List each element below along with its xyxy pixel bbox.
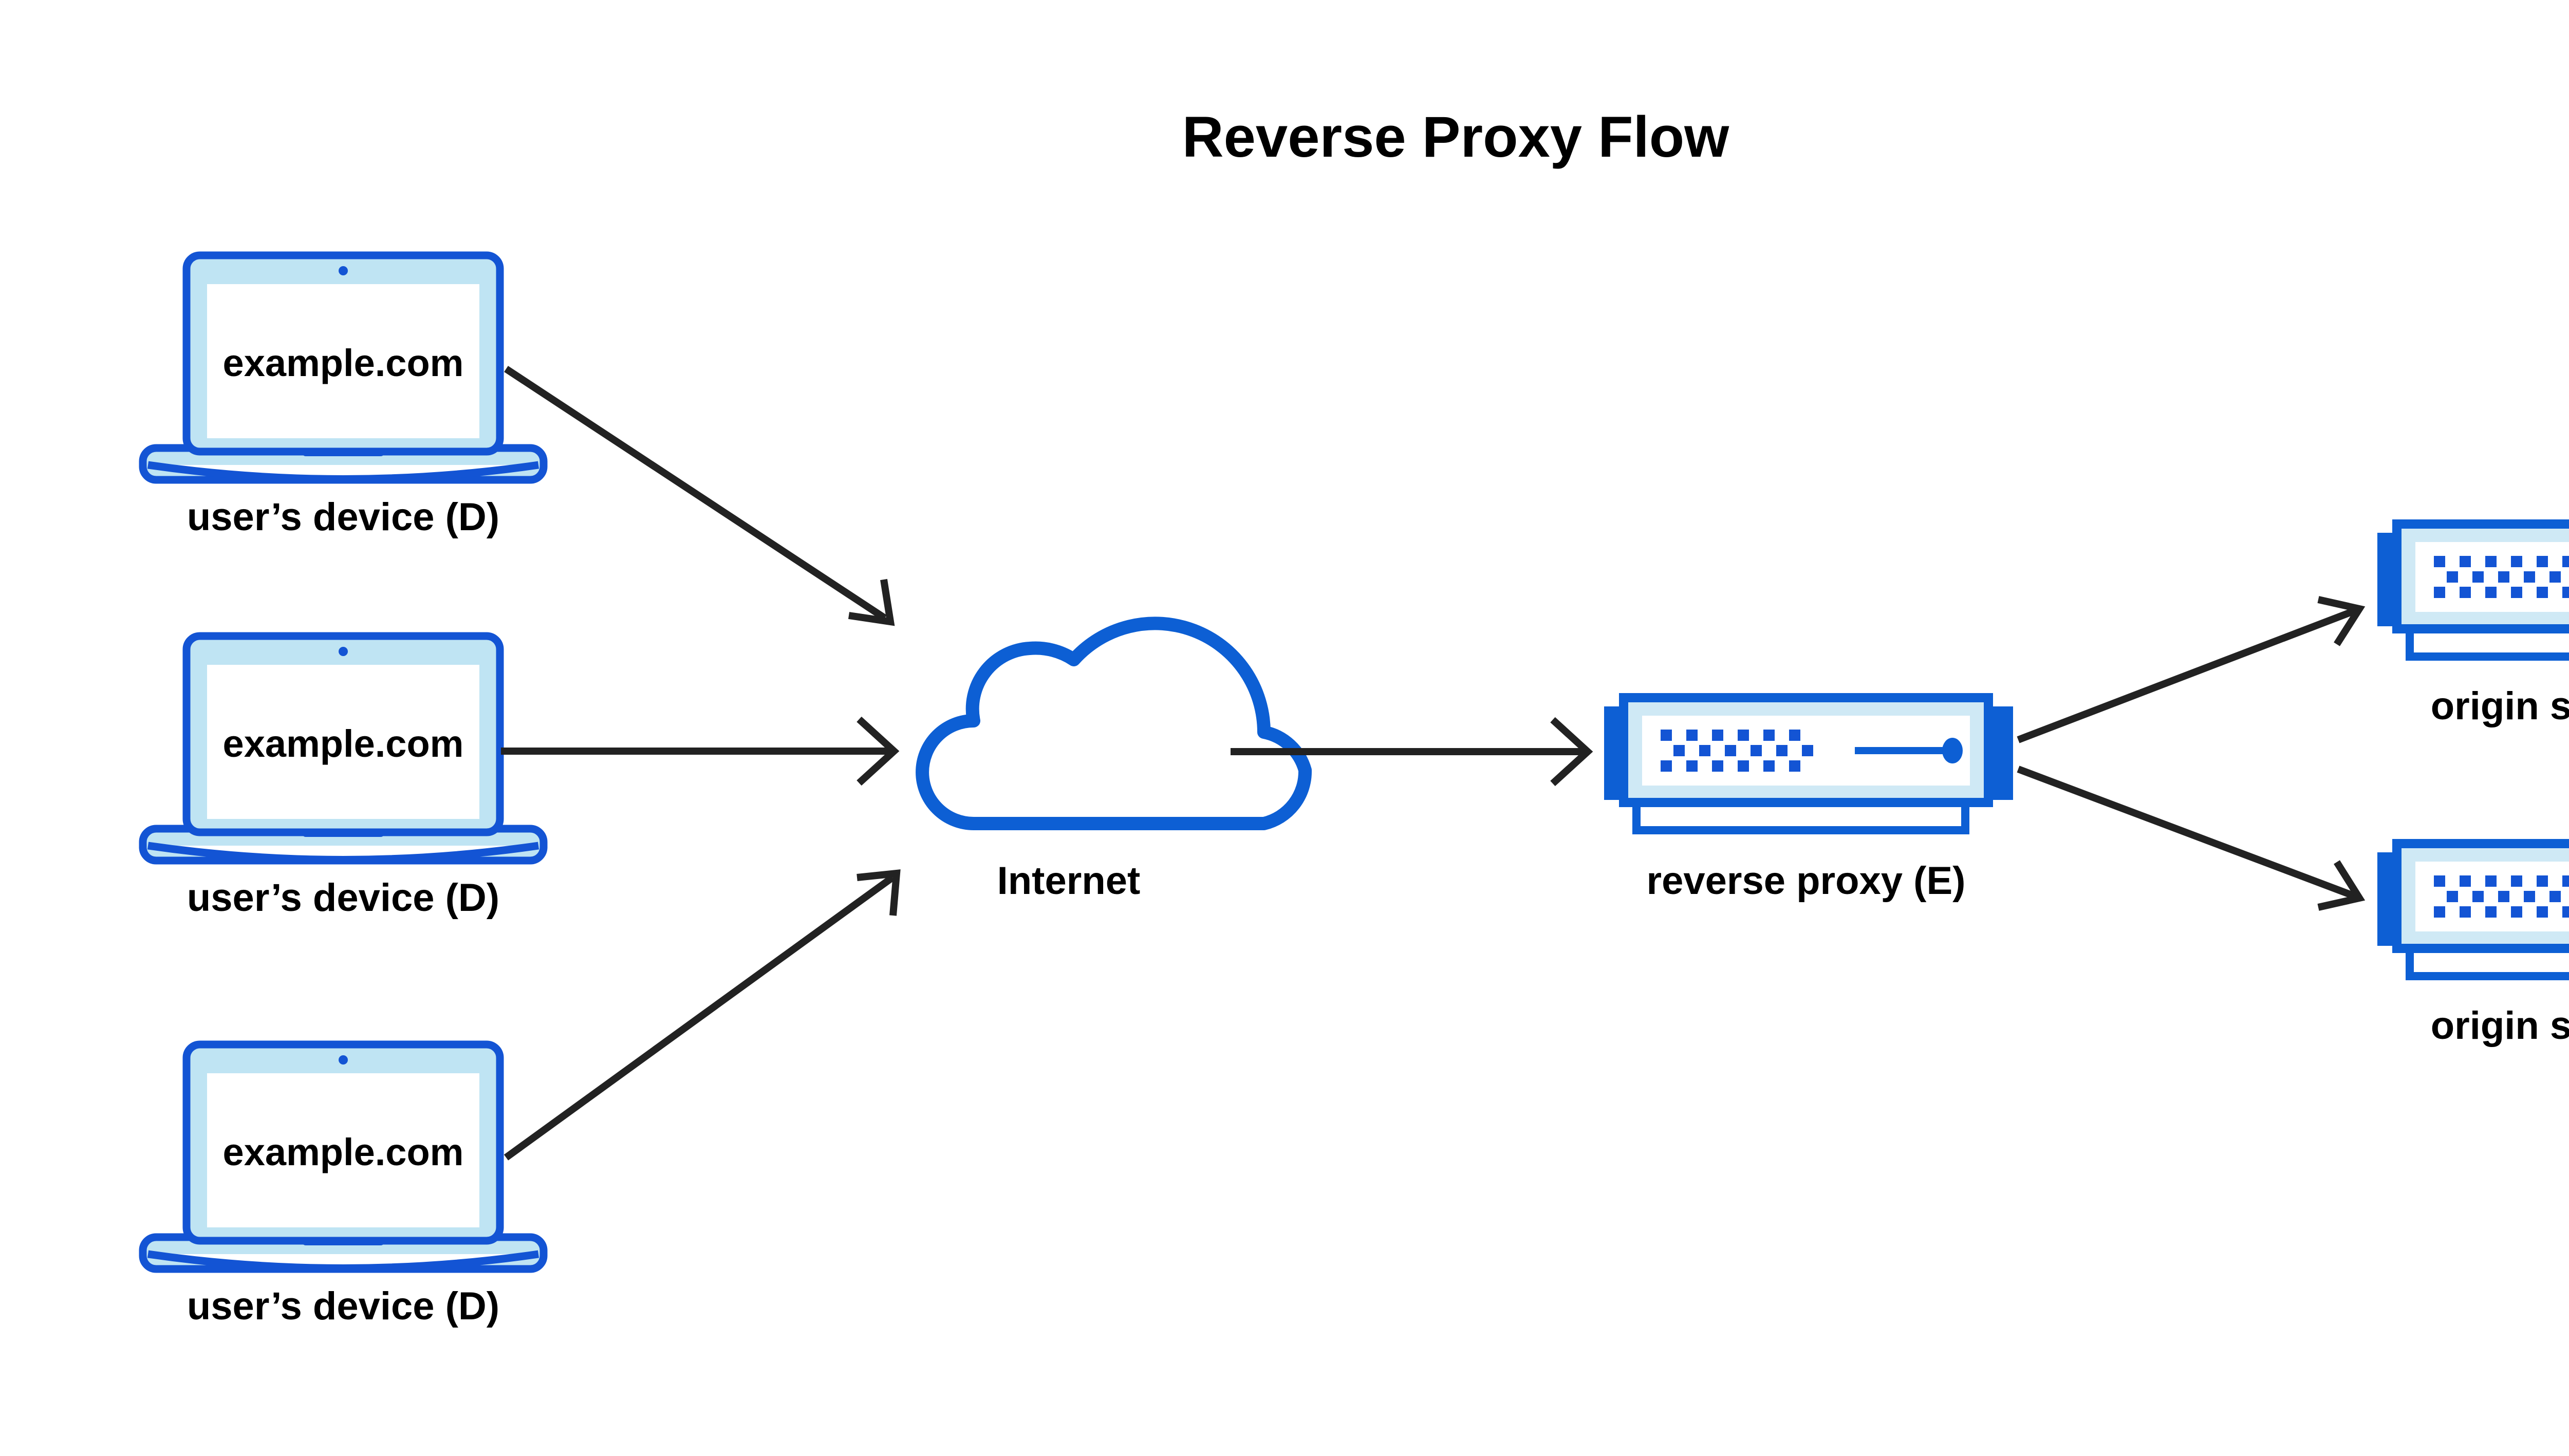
laptop-trackpad-notch bbox=[302, 448, 384, 456]
edge-device-top-to-internet bbox=[504, 366, 895, 626]
server-panel bbox=[2415, 862, 2569, 931]
edge-internet-to-proxy bbox=[1231, 717, 1593, 787]
server-status-line bbox=[1855, 747, 1957, 754]
server-icon bbox=[2377, 839, 2569, 980]
server-vent-grid bbox=[1661, 730, 1813, 772]
node-label-reverse-proxy: reverse proxy (E) bbox=[1647, 859, 1966, 903]
laptop-screen bbox=[207, 665, 479, 819]
laptop-camera-icon bbox=[339, 647, 348, 656]
node-internet-cloud[interactable]: Internet bbox=[916, 617, 1312, 903]
laptop-screen-text: example.com bbox=[223, 722, 464, 765]
edge-device-bottom-to-internet bbox=[504, 869, 901, 1161]
node-label-user-device-top: user’s device (D) bbox=[187, 495, 499, 539]
laptop-base-lip bbox=[147, 1250, 539, 1272]
cloud-shape bbox=[916, 617, 1312, 830]
laptop-base-lip bbox=[147, 461, 539, 483]
cloud-icon bbox=[916, 617, 1312, 830]
laptop-icon bbox=[139, 251, 548, 484]
node-origin-server-top[interactable]: origin server (F) bbox=[2377, 519, 2569, 728]
edge-proxy-to-origin-bottom bbox=[2017, 766, 2366, 911]
laptop-screen-text: example.com bbox=[223, 1131, 464, 1173]
diagram-title: Reverse Proxy Flow bbox=[1182, 105, 1729, 169]
node-label-user-device-middle: user’s device (D) bbox=[187, 876, 499, 920]
node-user-device-middle[interactable]: example.com user’s device (D) bbox=[139, 632, 548, 920]
laptop-icon bbox=[139, 1040, 548, 1273]
server-icon bbox=[2377, 519, 2569, 661]
laptop-icon bbox=[139, 632, 548, 865]
server-icon bbox=[1604, 693, 2013, 834]
node-label-user-device-bottom: user’s device (D) bbox=[187, 1284, 499, 1328]
edge-device-middle-to-internet bbox=[501, 716, 900, 786]
server-panel bbox=[2415, 542, 2569, 612]
node-origin-server-bottom[interactable]: origin server (F) bbox=[2377, 839, 2569, 1048]
laptop-screen bbox=[207, 284, 479, 438]
node-reverse-proxy[interactable]: reverse proxy (E) bbox=[1604, 693, 2013, 903]
laptop-screen-text: example.com bbox=[223, 342, 464, 384]
server-status-led bbox=[1942, 738, 1963, 763]
node-label-origin-server-top: origin server (F) bbox=[2431, 684, 2569, 728]
laptop-camera-icon bbox=[339, 1055, 348, 1065]
edge-proxy-to-origin-top bbox=[2017, 596, 2366, 743]
node-user-device-bottom[interactable]: example.com user’s device (D) bbox=[139, 1040, 548, 1328]
node-user-device-top[interactable]: example.com user’s device (D) bbox=[139, 251, 548, 539]
node-label-origin-server-bottom: origin server (F) bbox=[2431, 1004, 2569, 1048]
laptop-screen bbox=[207, 1073, 479, 1227]
laptop-base-lip bbox=[147, 842, 539, 864]
laptop-trackpad-notch bbox=[302, 1237, 384, 1245]
server-vent-grid bbox=[2434, 875, 2569, 918]
server-vent-grid bbox=[2434, 556, 2569, 598]
laptop-trackpad-notch bbox=[302, 829, 384, 837]
node-label-internet: Internet bbox=[997, 859, 1141, 903]
laptop-camera-icon bbox=[339, 266, 348, 275]
